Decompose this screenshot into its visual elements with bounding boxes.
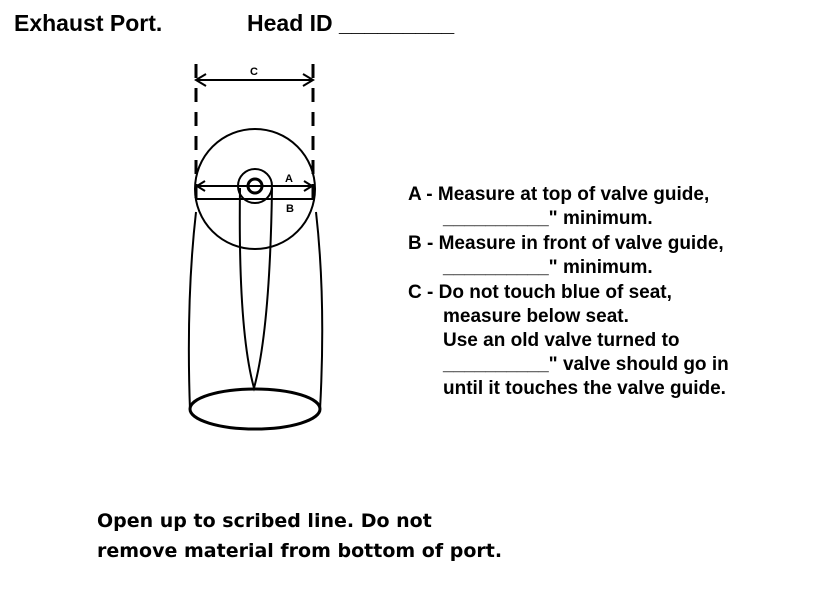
note-c-line2: measure below seat.	[443, 306, 629, 327]
note-b-line2: __________" minimum.	[443, 257, 653, 278]
port-bottom-opening	[188, 387, 322, 431]
label-a: A	[285, 173, 293, 185]
note-a-line1: A - Measure at top of valve guide,	[408, 184, 710, 205]
port-wall-left	[187, 211, 197, 411]
note-c-line4: __________" valve should go in	[443, 354, 729, 375]
dimension-c-arrow-left	[194, 73, 207, 87]
valve-seat-circle	[194, 128, 316, 250]
note-b-line1: B - Measure in front of valve guide,	[408, 233, 724, 254]
note-c-line1: C - Do not touch blue of seat,	[408, 282, 672, 303]
note-a-line2: __________" minimum.	[443, 208, 653, 229]
note-c-line3: Use an old valve turned to	[443, 330, 680, 351]
port-wall-right	[315, 211, 324, 411]
head-id-field-label: Head ID _________	[247, 10, 455, 36]
note-c-line5: until it touches the valve guide.	[443, 378, 726, 399]
footer-line2: remove material from bottom of port.	[97, 540, 503, 562]
dimension-a-arrow-left	[195, 180, 206, 192]
valve-guide-outline	[238, 187, 273, 392]
page-title: Exhaust Port.	[14, 10, 163, 36]
dimension-a-arrow-right	[303, 180, 314, 192]
label-b: B	[286, 203, 294, 215]
dimension-c-arrow-right	[302, 73, 315, 87]
label-c: C	[250, 66, 258, 78]
footer-line1: Open up to scribed line. Do not	[97, 510, 432, 532]
